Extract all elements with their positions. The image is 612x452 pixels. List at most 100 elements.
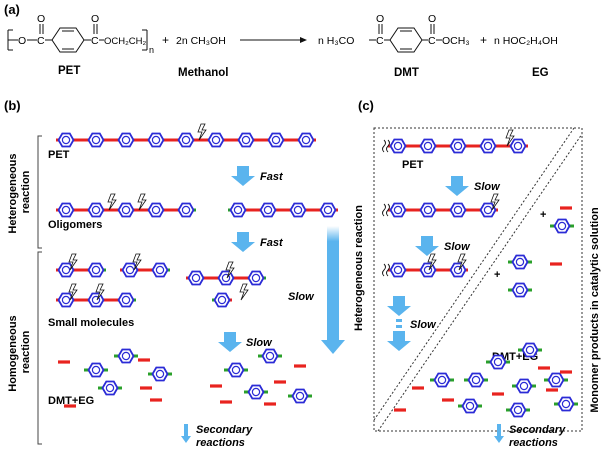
aromatic-circle: [471, 375, 481, 385]
benzene-ring: [217, 270, 235, 286]
benzene-ring: [259, 202, 277, 218]
aromatic-circle: [121, 205, 131, 215]
fast-label-2: Fast: [260, 237, 284, 249]
aromatic-circle: [515, 257, 525, 267]
benzene-ring: [389, 138, 407, 154]
dmt-methoxy-left: n H₃CO: [318, 35, 354, 47]
panel-a-label: (a): [4, 2, 20, 17]
benzene-ring: [291, 388, 309, 404]
benzene-ring: [515, 378, 533, 394]
bond-cleavage-bolt: [132, 253, 142, 271]
aromatic-circle: [251, 387, 261, 397]
dmt-structure: n H₃CO C O C O OCH₃: [318, 13, 470, 53]
aromatic-circle: [263, 205, 273, 215]
aromatic-circle: [437, 375, 447, 385]
dmt-name: DMT: [394, 67, 419, 79]
slow-arrow-c3a: [387, 296, 411, 316]
aromatic-circle: [61, 265, 71, 275]
aromatic-circle: [91, 365, 101, 375]
benzene-ring: [389, 202, 407, 218]
slow-arrow-c3b: [387, 331, 411, 351]
benzene-ring: [511, 254, 529, 270]
aromatic-circle: [513, 405, 523, 415]
secondary-arrow-b: [181, 424, 191, 443]
aromatic-circle: [241, 135, 251, 145]
slow-long-label: Slow: [288, 291, 315, 303]
aromatic-circle: [121, 295, 131, 305]
benzene-ring: [511, 282, 529, 298]
benzene-ring: [449, 262, 467, 278]
reaction-arrow-head: [300, 37, 307, 43]
aromatic-circle: [217, 295, 227, 305]
homogeneous-bracket-b: [37, 251, 42, 445]
chain-break-mark: [382, 139, 390, 153]
plus-sign-a2: +: [480, 33, 487, 47]
benzene-ring: [207, 132, 225, 148]
benzene-ring: [147, 132, 165, 148]
benzene-ring: [547, 372, 565, 388]
benzene-ring-dmt: [389, 27, 423, 53]
benzene-ring: [227, 362, 245, 378]
dmt-carbon-1: C: [376, 35, 384, 47]
secondary-line1-b: Secondary: [196, 424, 253, 436]
benzene-ring: [297, 132, 315, 148]
aromatic-circle: [61, 295, 71, 305]
benzene-ring: [419, 262, 437, 278]
slow-long-arrow: [321, 226, 345, 354]
benzene-ring: [177, 132, 195, 148]
aromatic-circle: [151, 135, 161, 145]
bond-cleavage-bolt: [225, 261, 235, 279]
aromatic-circle: [91, 135, 101, 145]
heterogeneous-reaction-label-c: Heterogeneous reaction: [353, 205, 365, 331]
aromatic-circle: [121, 351, 131, 361]
dmt-eg-label-b: DMT+EG: [48, 395, 94, 407]
pet-carbon-1: C: [37, 35, 45, 47]
heterogeneous-line2: reaction: [20, 170, 32, 213]
benzene-ring: [289, 202, 307, 218]
aromatic-circle: [465, 401, 475, 411]
bond-cleavage-bolt: [68, 283, 78, 301]
secondary-line1-c: Secondary: [509, 424, 566, 436]
benzene-ring: [57, 292, 75, 308]
bond-cleavage-bolt: [137, 193, 147, 211]
bond-cleavage-bolt: [490, 193, 500, 211]
panel-c-molecules: [382, 129, 578, 418]
secondary-label-c: Secondary reactions: [509, 424, 568, 449]
aromatic-circle: [91, 295, 101, 305]
benzene-ring: [449, 138, 467, 154]
bond-cleavage-bolt: [427, 253, 437, 271]
benzene-ring: [467, 372, 485, 388]
methanol-formula: 2n CH₃OH: [176, 35, 226, 47]
aromatic-circle: [181, 205, 191, 215]
benzene-ring: [461, 398, 479, 414]
chain-break-mark: [382, 263, 390, 277]
aromatic-circle: [513, 141, 523, 151]
slow-arrow-b: [218, 332, 242, 352]
aromatic-circle: [453, 205, 463, 215]
monomer-products-label: Monomer products in catalytic solution: [589, 207, 601, 413]
benzene-ring: [229, 202, 247, 218]
aromatic-circle: [121, 135, 131, 145]
aromatic-circle: [251, 273, 261, 283]
pet-carbonyl-oxygen-1: O: [37, 13, 45, 25]
pet-label-b: PET: [48, 149, 70, 161]
aromatic-circle: [125, 265, 135, 275]
plus-sign-c1: +: [540, 209, 546, 221]
aromatic-circle: [483, 141, 493, 151]
aromatic-circle: [231, 365, 241, 375]
benzene-ring: [213, 292, 231, 308]
panel-c-frame: [373, 127, 583, 432]
panel-b: (b) Heterogeneous reaction Homogeneous r…: [4, 98, 345, 449]
diagonal-divider-2: [373, 127, 575, 421]
heterogeneous-line1: Heterogeneous: [7, 153, 19, 233]
plus-sign-a1: +: [162, 33, 169, 47]
dmt-carbonyl-oxygen-2: O: [428, 13, 436, 25]
aromatic-circle: [423, 141, 433, 151]
benzene-ring: [87, 362, 105, 378]
aromatic-circle: [453, 141, 463, 151]
benzene-ring: [509, 138, 527, 154]
aromatic-circle: [393, 265, 403, 275]
slow-label-c2: Slow: [444, 241, 471, 253]
pet-ester-oxygen: O: [18, 35, 26, 47]
